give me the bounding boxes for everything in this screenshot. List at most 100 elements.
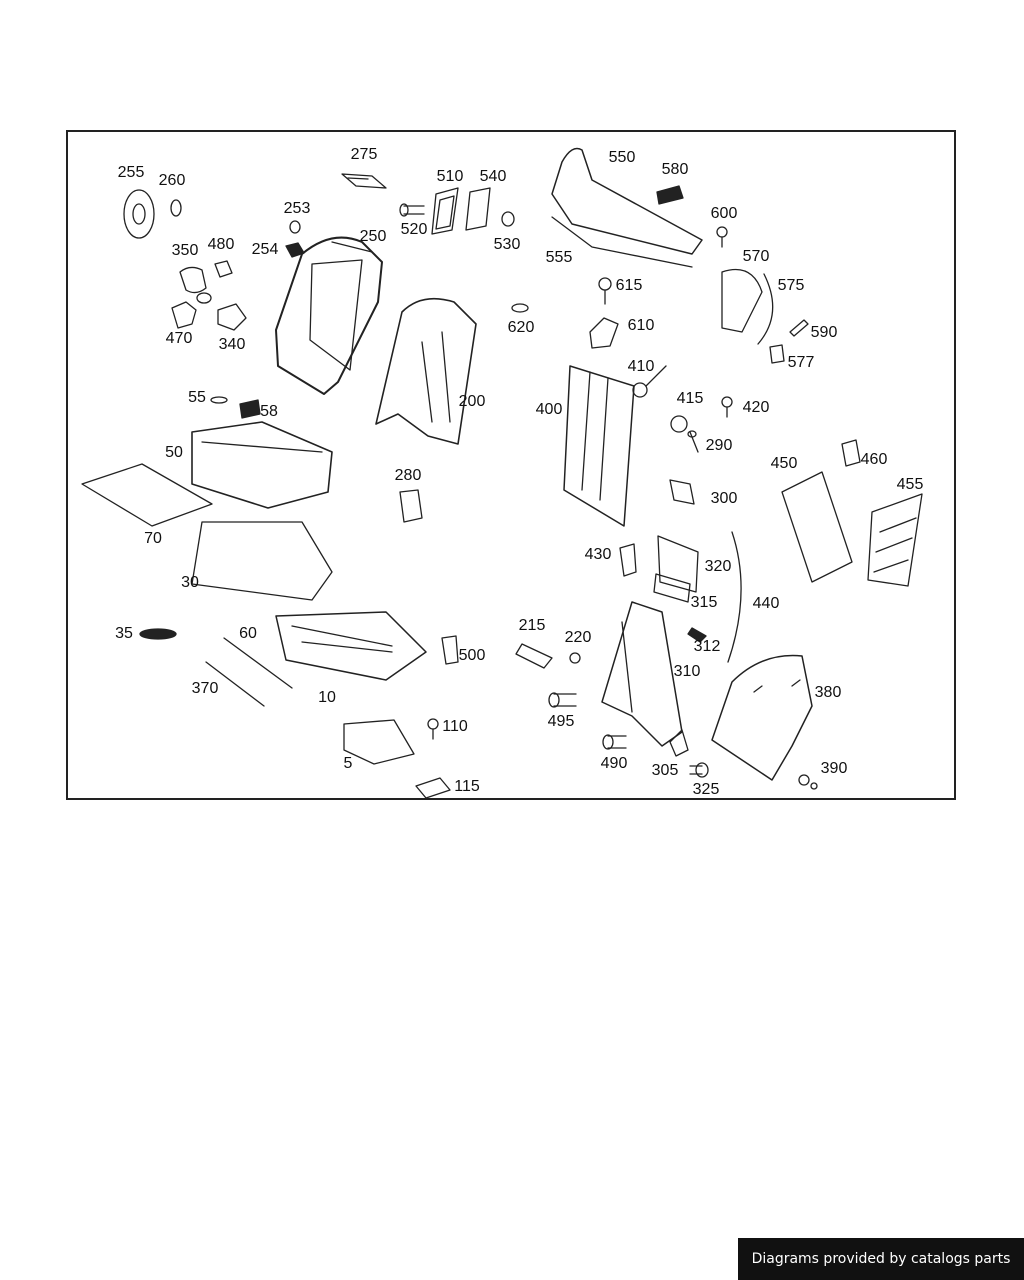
callout-615: 615 <box>615 277 643 294</box>
part-305-latch <box>669 729 689 757</box>
part-250-backrest-cover <box>275 236 383 395</box>
callout-580: 580 <box>661 161 689 178</box>
callout-255: 255 <box>117 164 145 181</box>
part-480-clip <box>214 260 233 278</box>
part-415-dial <box>670 415 688 433</box>
part-30-foam <box>191 521 333 601</box>
callout-60: 60 <box>239 625 257 642</box>
part-290-cylinder <box>687 430 699 453</box>
callout-55: 55 <box>188 389 206 406</box>
callout-550: 550 <box>608 149 636 166</box>
parts-diagram-frame: 255 260 275 510 540 550 580 253 520 600 … <box>66 130 956 800</box>
part-115-pad <box>415 777 451 798</box>
part-600-screw <box>716 226 728 248</box>
callout-420: 420 <box>742 399 770 416</box>
callout-510: 510 <box>436 168 464 185</box>
part-590-clip <box>789 319 809 337</box>
callout-440: 440 <box>752 595 780 612</box>
callout-470: 470 <box>165 330 193 347</box>
part-325-bushing <box>689 762 709 778</box>
part-10-seat-frame <box>275 611 427 681</box>
part-70-heater-mat <box>81 463 213 527</box>
exploded-seat-diagram <box>81 147 923 798</box>
part-340-plate <box>217 303 247 331</box>
part-550-back-panel <box>551 147 703 268</box>
part-430-bracket <box>619 543 637 577</box>
part-215-strip <box>515 643 553 669</box>
callout-390: 390 <box>820 760 848 777</box>
part-350-cap <box>179 266 212 304</box>
callout-400: 400 <box>535 401 563 418</box>
part-110-screw <box>427 718 439 740</box>
part-610-block <box>589 317 619 349</box>
part-255-disc <box>123 189 155 239</box>
callout-115: 115 <box>454 778 480 795</box>
part-315-sheet <box>653 573 691 603</box>
callout-370: 370 <box>191 680 219 697</box>
part-310-backrest-frame <box>601 601 683 747</box>
callout-312: 312 <box>693 638 721 655</box>
part-420-screw <box>721 396 733 418</box>
part-400-mat <box>563 365 635 527</box>
part-620-washer <box>511 303 529 313</box>
part-500-bracket <box>441 635 459 665</box>
callout-200: 200 <box>458 393 486 410</box>
part-320-plate <box>657 535 699 593</box>
callout-110: 110 <box>442 718 468 735</box>
footer-credit-text: Diagrams provided by catalogs parts <box>751 1251 1011 1267</box>
callout-380: 380 <box>814 684 842 701</box>
callout-490: 490 <box>600 755 628 772</box>
callout-253: 253 <box>283 200 311 217</box>
callout-410: 410 <box>627 358 655 375</box>
part-60-rod <box>223 637 293 689</box>
part-312-clip <box>687 627 707 643</box>
callout-460: 460 <box>860 451 888 468</box>
part-300-actuator <box>669 479 695 505</box>
callout-275: 275 <box>350 146 378 163</box>
callout-540: 540 <box>479 168 507 185</box>
part-253-ring <box>289 220 301 234</box>
callout-250: 250 <box>359 228 387 245</box>
callout-35: 35 <box>115 625 133 642</box>
part-455-grid <box>867 493 923 587</box>
part-520-bolt <box>399 203 425 217</box>
part-50-seat-cushion <box>191 421 333 509</box>
footer-credit-badge: Diagrams provided by catalogs parts <box>738 1238 1024 1280</box>
callout-50: 50 <box>165 444 183 461</box>
callout-325: 325 <box>692 781 720 798</box>
part-370-rod <box>205 661 265 707</box>
part-580-clip <box>656 185 684 205</box>
part-380-back-cover <box>711 654 813 781</box>
callout-5: 5 <box>343 755 353 772</box>
part-58-clip <box>239 399 261 419</box>
callout-315: 315 <box>690 594 718 611</box>
callout-415: 415 <box>676 390 704 407</box>
callout-455: 455 <box>896 476 924 493</box>
callout-600: 600 <box>710 205 738 222</box>
part-260-ring <box>170 199 182 217</box>
callout-480: 480 <box>207 236 235 253</box>
callout-520: 520 <box>400 221 428 238</box>
part-495-bolt <box>548 692 577 708</box>
part-55-ring <box>210 396 228 404</box>
callout-280: 280 <box>394 467 422 484</box>
part-450-panel <box>781 471 853 583</box>
part-490-bolt <box>602 734 627 750</box>
part-5-adjuster <box>343 719 415 765</box>
part-440-cable <box>727 531 742 663</box>
callout-350: 350 <box>171 242 199 259</box>
callout-30: 30 <box>181 574 199 591</box>
callout-530: 530 <box>493 236 521 253</box>
part-200-backrest-cushion <box>375 297 477 445</box>
part-530-nut <box>501 211 515 227</box>
callout-577: 577 <box>787 354 815 371</box>
callout-310: 310 <box>673 663 701 680</box>
part-275-bracket <box>341 173 387 189</box>
callout-215: 215 <box>518 617 546 634</box>
callout-58: 58 <box>260 403 278 420</box>
callout-220: 220 <box>564 629 592 646</box>
callout-575: 575 <box>777 277 805 294</box>
callout-555: 555 <box>545 249 573 266</box>
part-280-bracket <box>399 489 423 523</box>
callout-500: 500 <box>458 647 486 664</box>
